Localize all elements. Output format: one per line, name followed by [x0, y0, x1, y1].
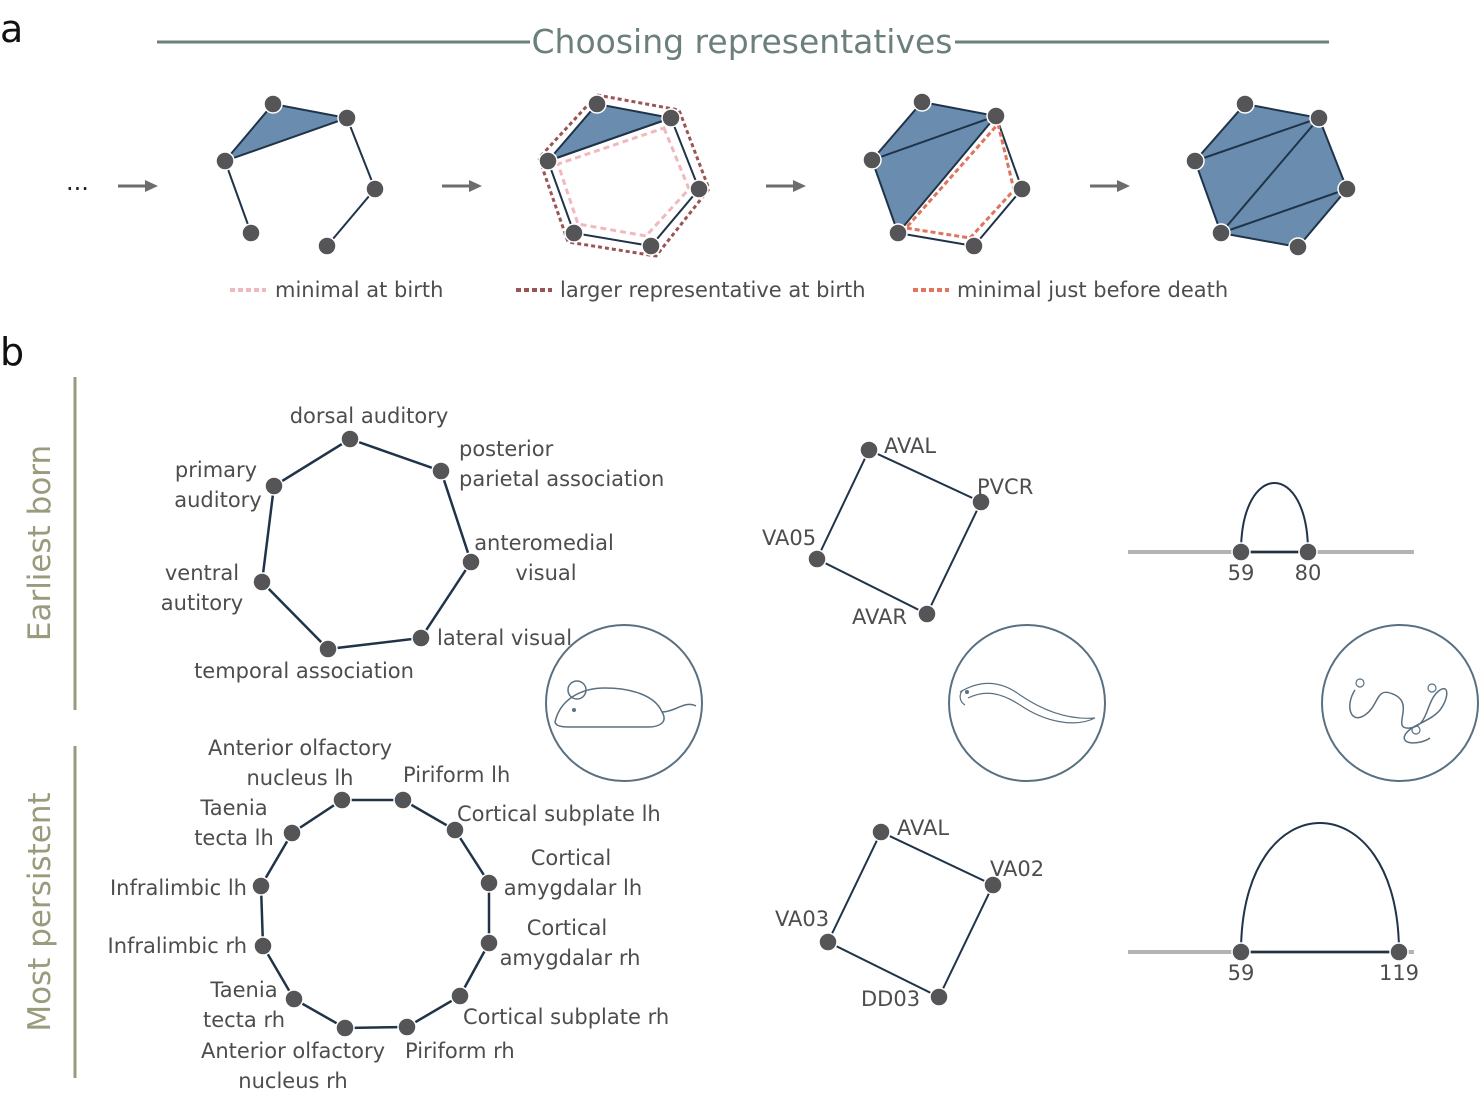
node-label: Cortical: [531, 846, 611, 870]
bar-persistent: 59 119: [1128, 822, 1419, 985]
node-label: lateral visual: [437, 626, 572, 650]
larger-representative-cycle: [537, 93, 711, 258]
stage-1-complex: [215, 94, 385, 256]
node-label: Cortical subplate lh: [457, 802, 661, 826]
minimal-at-birth-cycle: [556, 126, 691, 238]
node-label: amygdalar lh: [504, 876, 642, 900]
node-label: Infralimbic rh: [108, 934, 247, 958]
mouse-earliest-cycle: dorsal auditory posterior parietal assoc…: [161, 404, 664, 683]
node: [241, 223, 261, 243]
node-label: AVAL: [897, 816, 949, 840]
node: [365, 179, 385, 199]
node-label: Anterior olfactory: [208, 736, 392, 760]
filled-triangle: [221, 102, 351, 164]
node-label: parietal association: [459, 467, 664, 491]
node-label: 80: [1295, 561, 1322, 585]
node-label: 59: [1228, 561, 1255, 585]
node-label: dorsal auditory: [290, 404, 449, 428]
worm-earliest-cycle: AVAL PVCR AVAR VA05: [762, 434, 1033, 629]
ellipsis: ...: [66, 168, 89, 196]
node-label: VA02: [990, 857, 1044, 881]
bar-earliest: 59 80: [1128, 482, 1414, 585]
panel-b-letter: b: [0, 330, 24, 374]
node-label: autitory: [161, 591, 243, 615]
node-label: visual: [515, 561, 576, 585]
node-label: VA03: [775, 907, 829, 931]
legend-label-minimal-at-birth: minimal at birth: [275, 278, 443, 302]
node-label: Cortical: [527, 916, 607, 940]
panel-a-header: Choosing representatives: [532, 22, 953, 61]
node: [317, 236, 337, 256]
node-label: tecta lh: [194, 826, 274, 850]
node-label: nucleus lh: [247, 766, 354, 790]
legend: minimal at birth larger representative a…: [230, 278, 1228, 302]
node-label: Piriform rh: [405, 1039, 515, 1063]
panel-a-letter: a: [0, 7, 23, 51]
row-label-earliest-born: Earliest born: [22, 445, 58, 641]
node-label: Taenia: [199, 796, 267, 820]
node-label: Taenia: [209, 978, 277, 1002]
arrow-3: [766, 180, 806, 192]
legend-label-minimal-before-death: minimal just before death: [957, 278, 1228, 302]
legend-label-larger-representative: larger representative at birth: [560, 278, 866, 302]
node-label: Cortical subplate rh: [463, 1005, 669, 1029]
worm-icon: [948, 624, 1106, 782]
row-label-most-persistent: Most persistent: [22, 792, 58, 1031]
stage-3-complex: [862, 92, 1032, 256]
worm-persistent-cycle: AVAL VA02 DD03 VA03: [775, 816, 1044, 1011]
node-label: Infralimbic lh: [110, 876, 247, 900]
mouse-persistent-cycle: Anterior olfactory nucleus lh Piriform l…: [108, 736, 670, 1093]
node-label: Anterior olfactory: [201, 1039, 385, 1063]
node-label: AVAR: [852, 605, 907, 629]
node-label: ventral: [165, 561, 239, 585]
node-label: 119: [1379, 961, 1419, 985]
node-label: nucleus rh: [238, 1069, 347, 1093]
node-label: tecta rh: [203, 1008, 285, 1032]
stage-4-complex: [1185, 94, 1357, 257]
node: [215, 151, 235, 171]
node-label: DD03: [861, 987, 920, 1011]
node-label: AVAL: [884, 434, 936, 458]
node: [263, 94, 283, 114]
arrow-1: [118, 180, 158, 192]
node-label: 59: [1228, 961, 1255, 985]
node-label: VA05: [762, 526, 816, 550]
arrow-2: [442, 180, 482, 192]
node-label: amygdalar rh: [500, 946, 641, 970]
mouse-icon: [545, 624, 703, 782]
node-label: anteromedial: [474, 531, 614, 555]
minimal-before-death-cycle: [903, 120, 1016, 240]
node: [337, 108, 357, 128]
arrow-4: [1090, 180, 1130, 192]
stage-2-complex: [537, 93, 711, 258]
node-label: auditory: [174, 488, 262, 512]
protein-icon: [1321, 624, 1479, 782]
node-label: temporal association: [194, 659, 414, 683]
node-label: Piriform lh: [403, 763, 510, 787]
node-label: posterior: [459, 437, 554, 461]
node-label: primary: [175, 458, 257, 482]
node-label: PVCR: [977, 475, 1033, 499]
